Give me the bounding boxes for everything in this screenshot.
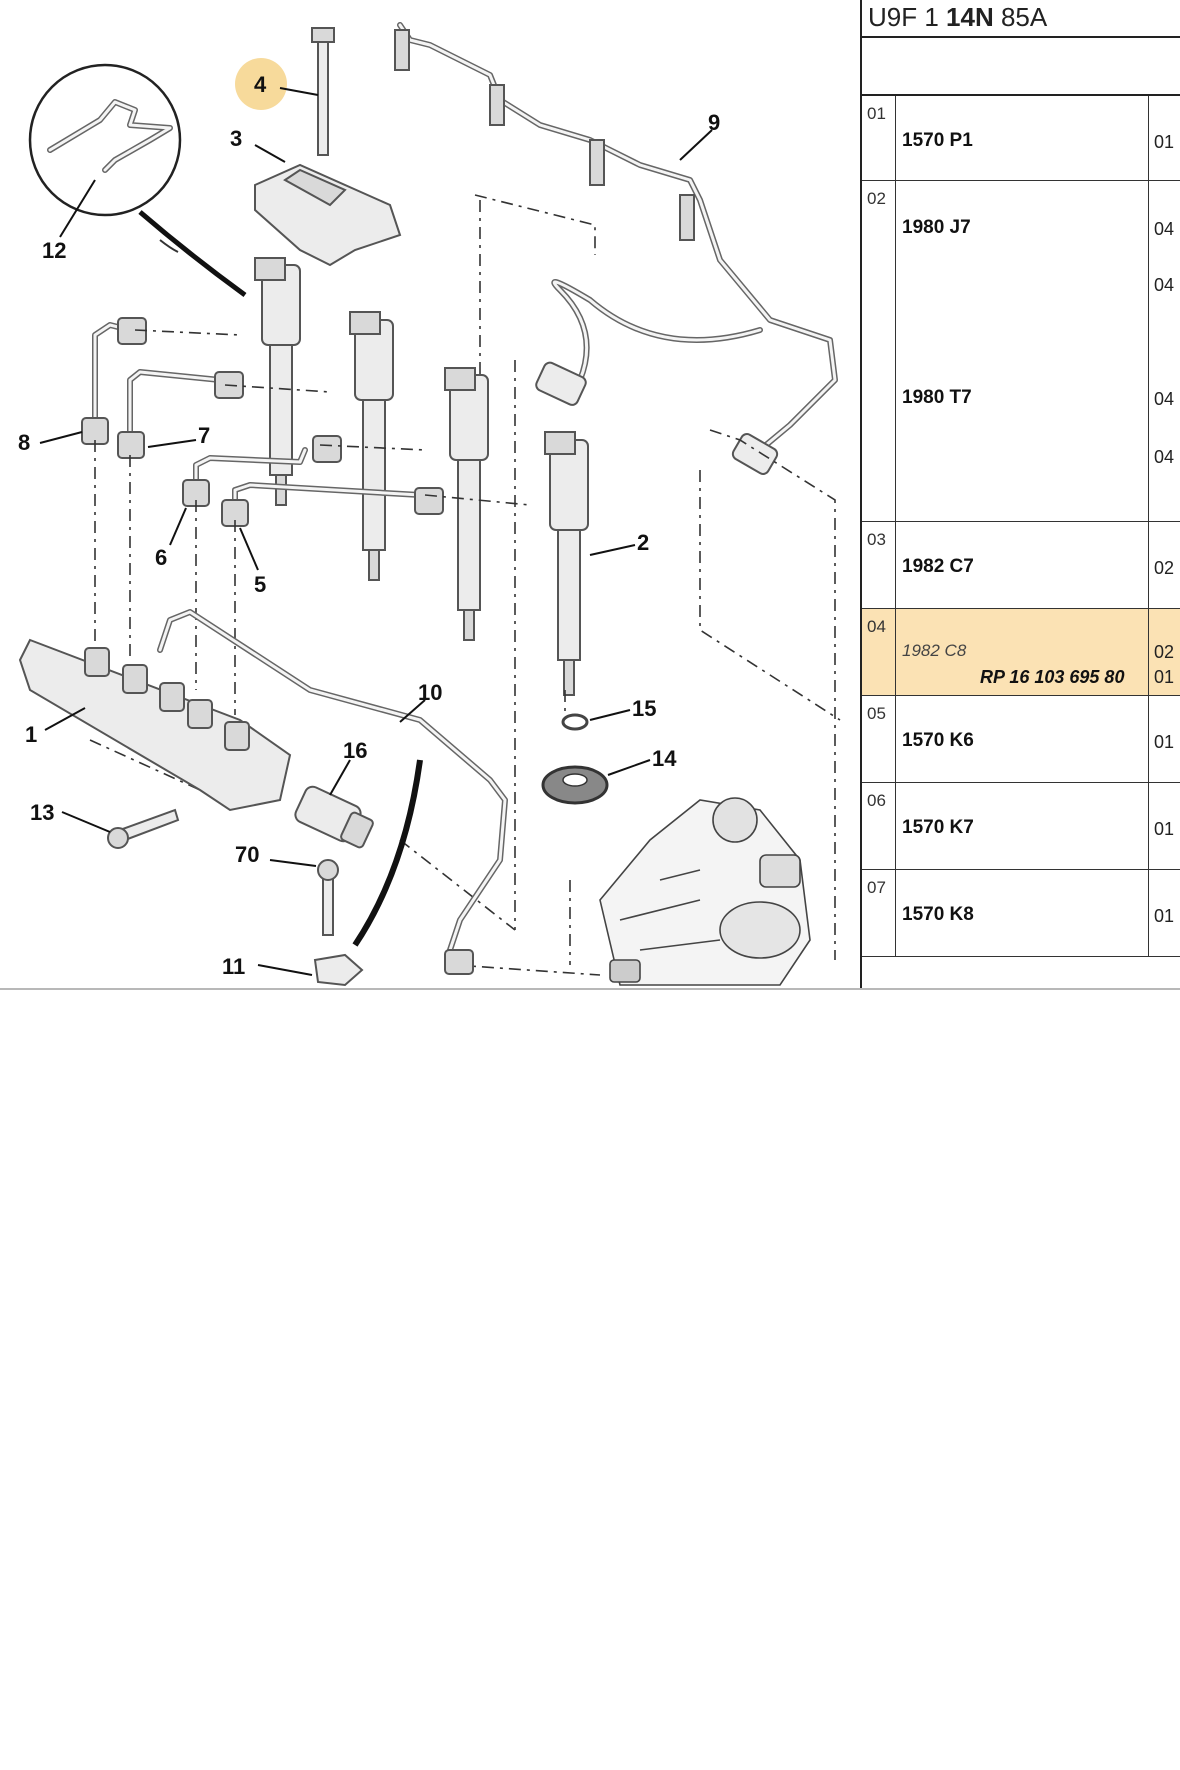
callout-8: 8 [18,430,30,455]
callout-4: 4 [254,72,267,97]
part-qty: 04 [1154,447,1175,467]
table-row[interactable]: 03 1982 C7 02 [862,522,1180,609]
part-code: 1570 P1 [902,130,973,151]
table-header: U9F 1 14N 85A [862,0,1180,38]
exploded-parts-diagram: 4 3 12 9 8 7 6 5 2 1 10 16 15 14 13 70 1… [0,0,860,990]
table-row[interactable]: 02 1980 J7 04 04 1980 T7 04 04 [862,181,1180,522]
callout-15: 15 [632,696,656,721]
header-bold: 14N [946,2,994,32]
clamp-part [254,163,402,267]
part-qty: 01 [1154,906,1175,926]
part-code: 1570 K7 [902,817,974,838]
part-code: 1570 K8 [902,904,974,925]
bottom-divider [0,988,1180,990]
callout-10: 10 [418,680,442,705]
callout-highlight-marker [235,58,287,110]
callout-3: 3 [230,126,242,151]
table-row[interactable]: 05 1570 K6 01 [862,696,1180,783]
row-index: 06 [862,783,896,869]
callout-16: 16 [343,738,367,763]
callout-2: 2 [637,530,649,555]
part-code: 1980 J7 [902,217,971,238]
row-index: 02 [862,181,896,521]
callout-5: 5 [254,572,266,597]
part-code: 1570 K6 [902,730,974,751]
row-index: 03 [862,522,896,608]
callout-9: 9 [708,110,720,135]
part-qty: 02 [1154,558,1175,578]
callout-11: 11 [222,954,245,979]
row-index: 05 [862,696,896,782]
part-code: 1980 T7 [902,387,972,408]
common-rail-part [18,638,292,812]
callout-14: 14 [652,746,677,771]
bracket-part [313,953,364,987]
part-qty: 01 [1154,667,1175,687]
callout-6: 6 [155,545,167,570]
part-qty: 02 [1154,642,1175,662]
parts-reference-table: U9F 1 14N 85A 01 1570 P1 01 02 1980 J7 0… [860,0,1180,990]
reference-number: RP 16 103 695 80 [980,667,1125,687]
row-index: 04 [862,609,896,695]
callout-12: 12 [42,238,66,263]
table-row-highlighted[interactable]: 04 1982 C8 RP 16 103 695 80 02 01 [862,609,1180,696]
seal-part [561,713,589,731]
injector-part [254,257,301,506]
row-index: 01 [862,96,896,180]
callout-1: 1 [25,722,37,747]
part-qty: 01 [1154,819,1175,839]
table-row[interactable]: 01 1570 P1 01 [862,96,1180,181]
callout-7: 7 [198,423,210,448]
part-qty: 04 [1154,389,1175,409]
callout-13: 13 [30,800,54,825]
header-prefix: U9F 1 [868,2,947,32]
diagram-svg: 4 3 12 9 8 7 6 5 2 1 10 16 15 14 13 70 1… [18,22,841,987]
part-qty: 01 [1154,132,1175,152]
part-qty: 01 [1154,732,1175,752]
row-index: 07 [862,870,896,956]
part-code: 1982 C7 [902,556,974,577]
bolt-part [317,34,329,156]
hp-pump-part [599,797,811,986]
callout-70: 70 [235,842,259,867]
detail-circle [28,63,182,217]
part-qty: 04 [1154,219,1175,239]
part-qty: 04 [1154,275,1175,295]
header-suffix: 85A [993,2,1048,32]
table-blank-row [862,38,1180,96]
table-row[interactable]: 06 1570 K7 01 [862,783,1180,870]
part-code: 1982 C8 [902,641,967,660]
pressure-sensor-part [294,785,374,849]
table-row[interactable]: 07 1570 K8 01 [862,870,1180,957]
